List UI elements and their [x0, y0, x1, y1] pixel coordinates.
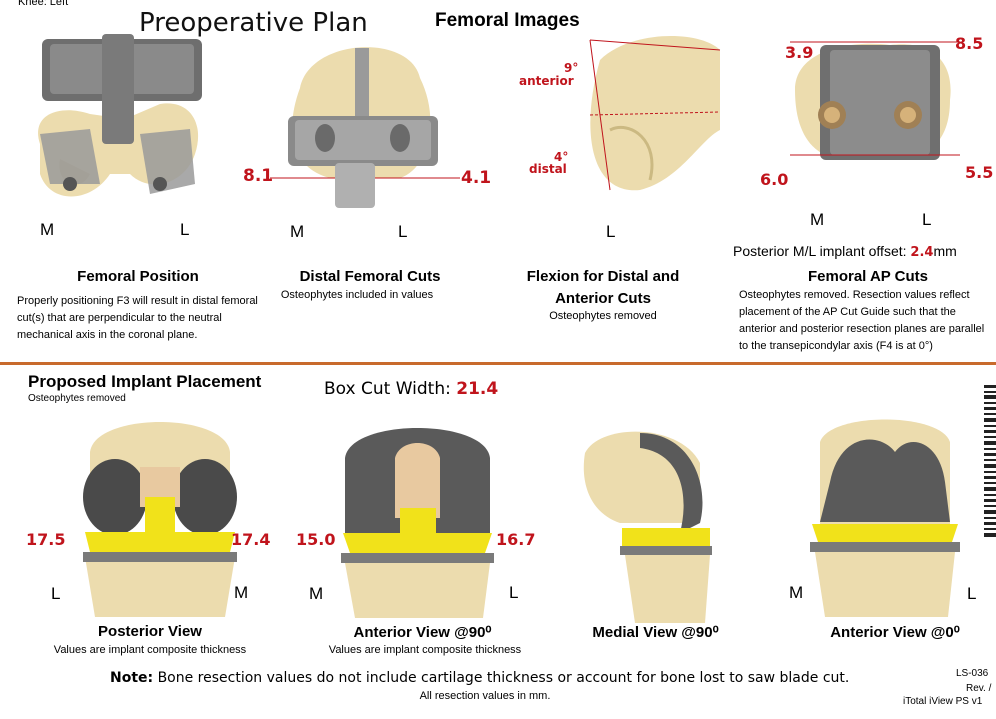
doc-rev: Rev. /	[966, 683, 992, 694]
section-title: Femoral Images	[435, 10, 580, 31]
ap-cut-top-right-value: 8.5	[955, 34, 984, 53]
anterior90-right-side: L	[509, 583, 519, 602]
anterior0-right-side: L	[967, 584, 977, 603]
implant-offset-row: Posterior M/L implant offset: 2.4mm	[733, 243, 957, 260]
barcode	[984, 385, 996, 537]
distal-cut-right-value: 4.1	[461, 168, 492, 188]
doc-id: LS-036	[956, 668, 989, 679]
flexion-note: Osteophytes removed	[549, 310, 657, 322]
distal-cuts-image	[270, 47, 460, 208]
footer-note-text: Bone resection values do not include car…	[157, 670, 850, 686]
flexion-distal-degrees: 4°	[554, 150, 569, 164]
anterior0-left-side: M	[789, 583, 804, 602]
implant-offset-label: Posterior M/L implant offset:	[733, 243, 907, 259]
ap-cut-bottom-left-value: 6.0	[760, 170, 789, 189]
posterior-right-value: 17.4	[231, 530, 271, 549]
femoral-position-description: Properly positioning F3 will result in d…	[17, 295, 258, 341]
distal-cuts-note: Osteophytes included in values	[280, 289, 434, 301]
anterior0-view-image	[810, 419, 960, 617]
ap-cut-bottom-right-value: 5.5	[965, 163, 994, 182]
anterior90-caption: Anterior View @90⁰	[353, 624, 492, 641]
flexion-l-label: L	[606, 222, 616, 241]
anterior0-caption: Anterior View @0⁰	[830, 624, 960, 641]
flexion-anterior-label: anterior	[519, 74, 574, 88]
femoral-position-l-label: L	[180, 220, 190, 239]
medial90-view-image	[583, 431, 712, 623]
footer-note-bold: Note:	[110, 670, 154, 686]
ap-cuts-description: Osteophytes removed. Resection values re…	[739, 289, 985, 352]
plan-title: Preoperative Plan	[139, 8, 368, 38]
posterior-left-value: 17.5	[26, 530, 66, 549]
section-divider	[0, 362, 996, 365]
implant-section-title: Proposed Implant Placement	[28, 372, 262, 391]
ap-cut-top-left-value: 3.9	[785, 43, 814, 62]
implant-offset-unit: mm	[933, 243, 957, 259]
flexion-distal-label: distal	[529, 162, 567, 176]
knee-side-label: Knee: Left	[18, 0, 69, 8]
flexion-image	[589, 36, 721, 191]
footer-note: Note: Bone resection values do not inclu…	[110, 670, 849, 686]
femoral-position-caption: Femoral Position	[77, 268, 199, 285]
femoral-position-image	[38, 34, 202, 197]
posterior-view-image	[83, 422, 237, 617]
implant-offset-value: 2.4	[910, 245, 934, 260]
anterior90-view-image	[341, 428, 494, 618]
anterior90-left-value: 15.0	[296, 530, 336, 549]
anterior90-left-side: M	[309, 584, 324, 603]
box-cut-value: 21.4	[456, 379, 499, 399]
medial90-caption: Medial View @90⁰	[592, 624, 719, 641]
box-cut-row: Box Cut Width: 21.4	[324, 379, 498, 399]
anterior90-note: Values are implant composite thickness	[328, 644, 522, 656]
posterior-caption: Posterior View	[98, 623, 202, 640]
ap-cuts-m-label: M	[810, 210, 825, 229]
distal-cuts-caption: Distal Femoral Cuts	[299, 268, 441, 285]
posterior-left-side: L	[51, 584, 61, 603]
posterior-note: Values are implant composite thickness	[53, 644, 247, 656]
product-name: iTotal iView PS v1	[903, 696, 983, 707]
ap-cuts-caption: Femoral AP Cuts	[807, 268, 929, 285]
box-cut-label: Box Cut Width:	[324, 379, 451, 399]
distal-cuts-l-label: L	[398, 222, 408, 241]
anterior90-right-value: 16.7	[496, 530, 536, 549]
ap-cuts-image	[790, 41, 960, 160]
implant-section-subtitle: Osteophytes removed	[28, 393, 126, 404]
flexion-caption-line2: Anterior Cuts	[555, 290, 651, 307]
distal-cuts-m-label: M	[290, 222, 305, 241]
flexion-caption-line1: Flexion for Distal and	[526, 268, 680, 285]
posterior-right-side: M	[234, 583, 249, 602]
flexion-anterior-degrees: 9°	[564, 61, 579, 75]
ap-cuts-l-label: L	[922, 210, 932, 229]
femoral-position-m-label: M	[40, 220, 55, 239]
distal-cut-left-value: 8.1	[243, 166, 274, 186]
footer-units: All resection values in mm.	[419, 690, 551, 702]
